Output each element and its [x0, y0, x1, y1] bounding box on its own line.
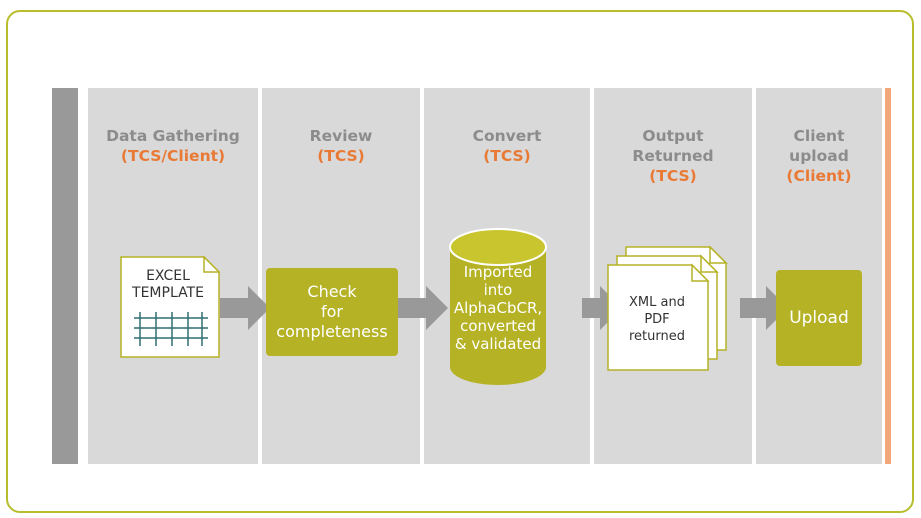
column-title-line2: upload: [789, 147, 849, 165]
column-role: (TCS): [649, 167, 697, 185]
cylinder-line4: converted: [460, 317, 536, 335]
column-heading: Data Gathering (TCS/Client): [88, 126, 258, 166]
arrow-right-icon: [220, 286, 270, 330]
column-title: Convert: [472, 127, 542, 145]
cylinder-line3: AlphaCbCR,: [453, 299, 543, 317]
cylinder-line5: & validated: [454, 335, 542, 353]
excel-label-line2: TEMPLATE: [132, 285, 204, 301]
column-role: (TCS/Client): [120, 147, 226, 165]
excel-document-icon: [120, 256, 220, 358]
arrow-right-icon: [582, 286, 622, 330]
convert-cylinder-label: Imported into AlphaCbCR, converted & val…: [448, 263, 548, 353]
right-bar: [885, 88, 891, 464]
output-label-line1: XML and: [629, 295, 685, 310]
column-heading: Review (TCS): [262, 126, 420, 166]
column-role: (TCS): [317, 147, 365, 165]
review-step-box: Check for completeness: [266, 268, 398, 356]
column-heading: Convert (TCS): [424, 126, 590, 166]
upload-box-label: Upload: [789, 308, 849, 328]
column-title-line1: Output: [642, 127, 704, 145]
stacked-documents-icon: [607, 246, 728, 371]
column-title-line2: Returned: [632, 147, 714, 165]
column-title-line1: Client: [793, 127, 845, 145]
output-label-line3: returned: [629, 329, 685, 344]
excel-document-label: EXCEL TEMPLATE: [120, 268, 216, 302]
cylinder-line1: Imported: [463, 263, 533, 281]
column-title: Review: [309, 127, 373, 145]
review-box-line1: Check: [307, 282, 357, 301]
excel-label-line1: EXCEL: [146, 268, 190, 284]
column-role: (TCS): [483, 147, 531, 165]
output-documents-label: XML and PDF returned: [608, 294, 706, 345]
arrow-right-icon: [398, 286, 448, 330]
column-heading: Client upload (Client): [756, 126, 882, 186]
database-cylinder-icon: [449, 228, 547, 385]
review-box-line2: for: [321, 302, 343, 321]
column-title: Data Gathering: [106, 127, 240, 145]
column-heading: Output Returned (TCS): [594, 126, 752, 186]
output-label-line2: PDF: [644, 312, 670, 327]
left-bar: [52, 88, 78, 464]
upload-step-box: Upload: [776, 270, 862, 366]
review-box-line3: completeness: [276, 322, 388, 341]
column-role: (Client): [786, 167, 852, 185]
cylinder-line2: into: [483, 281, 513, 299]
